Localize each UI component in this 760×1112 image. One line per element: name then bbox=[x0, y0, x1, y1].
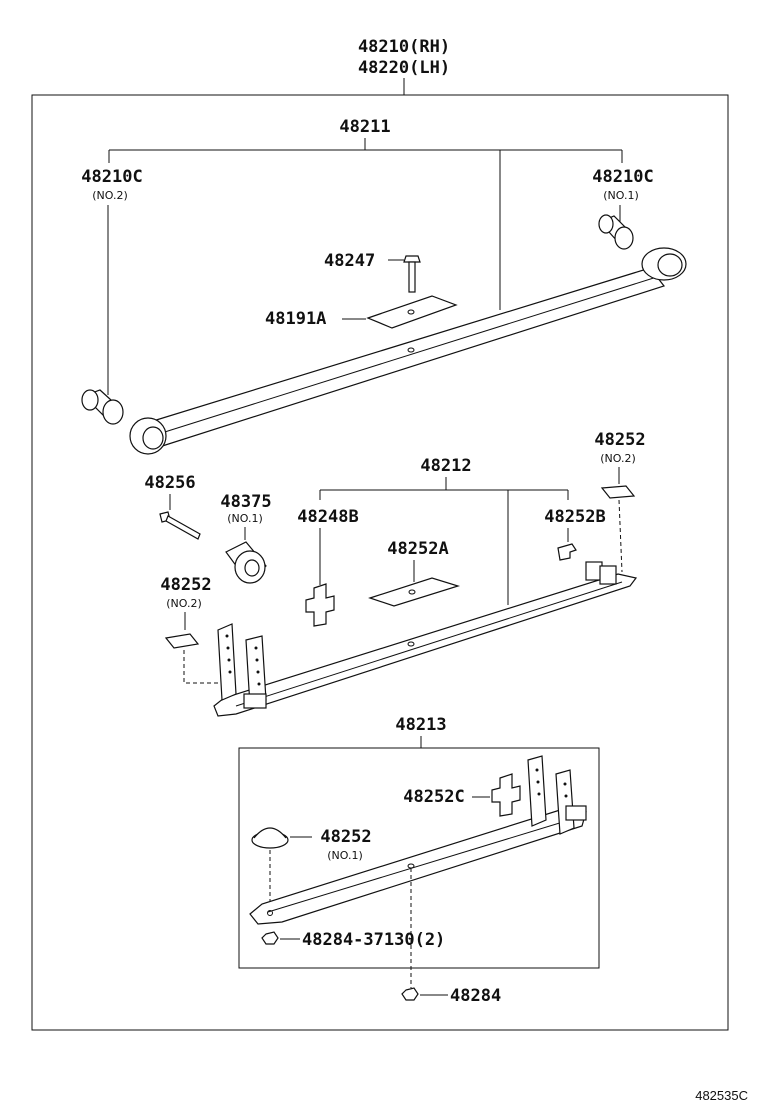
nut-48284-37130-part bbox=[261, 931, 279, 945]
insulator-48252b-part bbox=[557, 543, 577, 561]
assembly-number-lh: 48220(LH) bbox=[358, 58, 450, 78]
nut-48284-part bbox=[401, 987, 419, 1001]
insulator-no2-left-part bbox=[164, 633, 200, 649]
center-bolt-part bbox=[403, 255, 421, 293]
insulator-no2-top-part bbox=[600, 485, 636, 499]
insulator-48252a-part bbox=[368, 577, 461, 607]
insulator-no2-left-note: (NO.2) bbox=[166, 597, 202, 610]
insulator-no1-part bbox=[251, 827, 289, 849]
leaf-no3-part bbox=[249, 755, 587, 925]
diagram-reference: 482535C bbox=[695, 1088, 748, 1103]
clip-48248b-label: 48248B bbox=[297, 507, 358, 527]
bushing-48375-note: (NO.1) bbox=[227, 512, 263, 525]
insulator-48252a-label: 48252A bbox=[387, 539, 448, 559]
leaf-no2-part bbox=[213, 561, 638, 717]
insulator-no2-top-note: (NO.2) bbox=[600, 452, 636, 465]
plate-part bbox=[366, 295, 458, 329]
bushing-no1-part bbox=[598, 214, 634, 250]
bushing-48375-part bbox=[225, 541, 267, 584]
bushing-48375-number: 48375 bbox=[220, 492, 271, 512]
bolt-48247-label: 48247 bbox=[324, 251, 375, 271]
leaf-no2-label: 48212 bbox=[420, 456, 471, 476]
insulator-no2-left-number: 48252 bbox=[160, 575, 211, 595]
insulator-no1-number: 48252 bbox=[320, 827, 371, 847]
main-leaf-part bbox=[129, 247, 687, 455]
nut-48284-37130-label: 48284-37130(2) bbox=[302, 930, 445, 950]
nut-48284-label: 48284 bbox=[450, 986, 501, 1006]
insulator-48252c-label: 48252C bbox=[403, 787, 464, 807]
leaf-no1-label: 48211 bbox=[339, 117, 390, 137]
bushing-no2-number: 48210C bbox=[81, 167, 142, 187]
bushing-no2-part bbox=[81, 389, 124, 425]
bushing-no1-note: (NO.1) bbox=[603, 189, 639, 202]
assembly-number-rh: 48210(RH) bbox=[358, 37, 450, 57]
outer-frame bbox=[31, 94, 729, 1031]
bolt-48256-label: 48256 bbox=[144, 473, 195, 493]
plate-48191a-label: 48191A bbox=[265, 309, 326, 329]
insulator-no2-top-number: 48252 bbox=[594, 430, 645, 450]
leaf-no3-label: 48213 bbox=[395, 715, 446, 735]
bushing-no1-number: 48210C bbox=[592, 167, 653, 187]
clip-48248b-part bbox=[305, 583, 335, 627]
insulator-48252b-label: 48252B bbox=[544, 507, 605, 527]
leaf-no3-frame bbox=[238, 747, 600, 969]
insulator-48252c-part bbox=[491, 773, 521, 817]
shackle-bolt-part bbox=[159, 511, 201, 540]
bushing-no2-note: (NO.2) bbox=[92, 189, 128, 202]
insulator-no1-note: (NO.1) bbox=[327, 849, 363, 862]
